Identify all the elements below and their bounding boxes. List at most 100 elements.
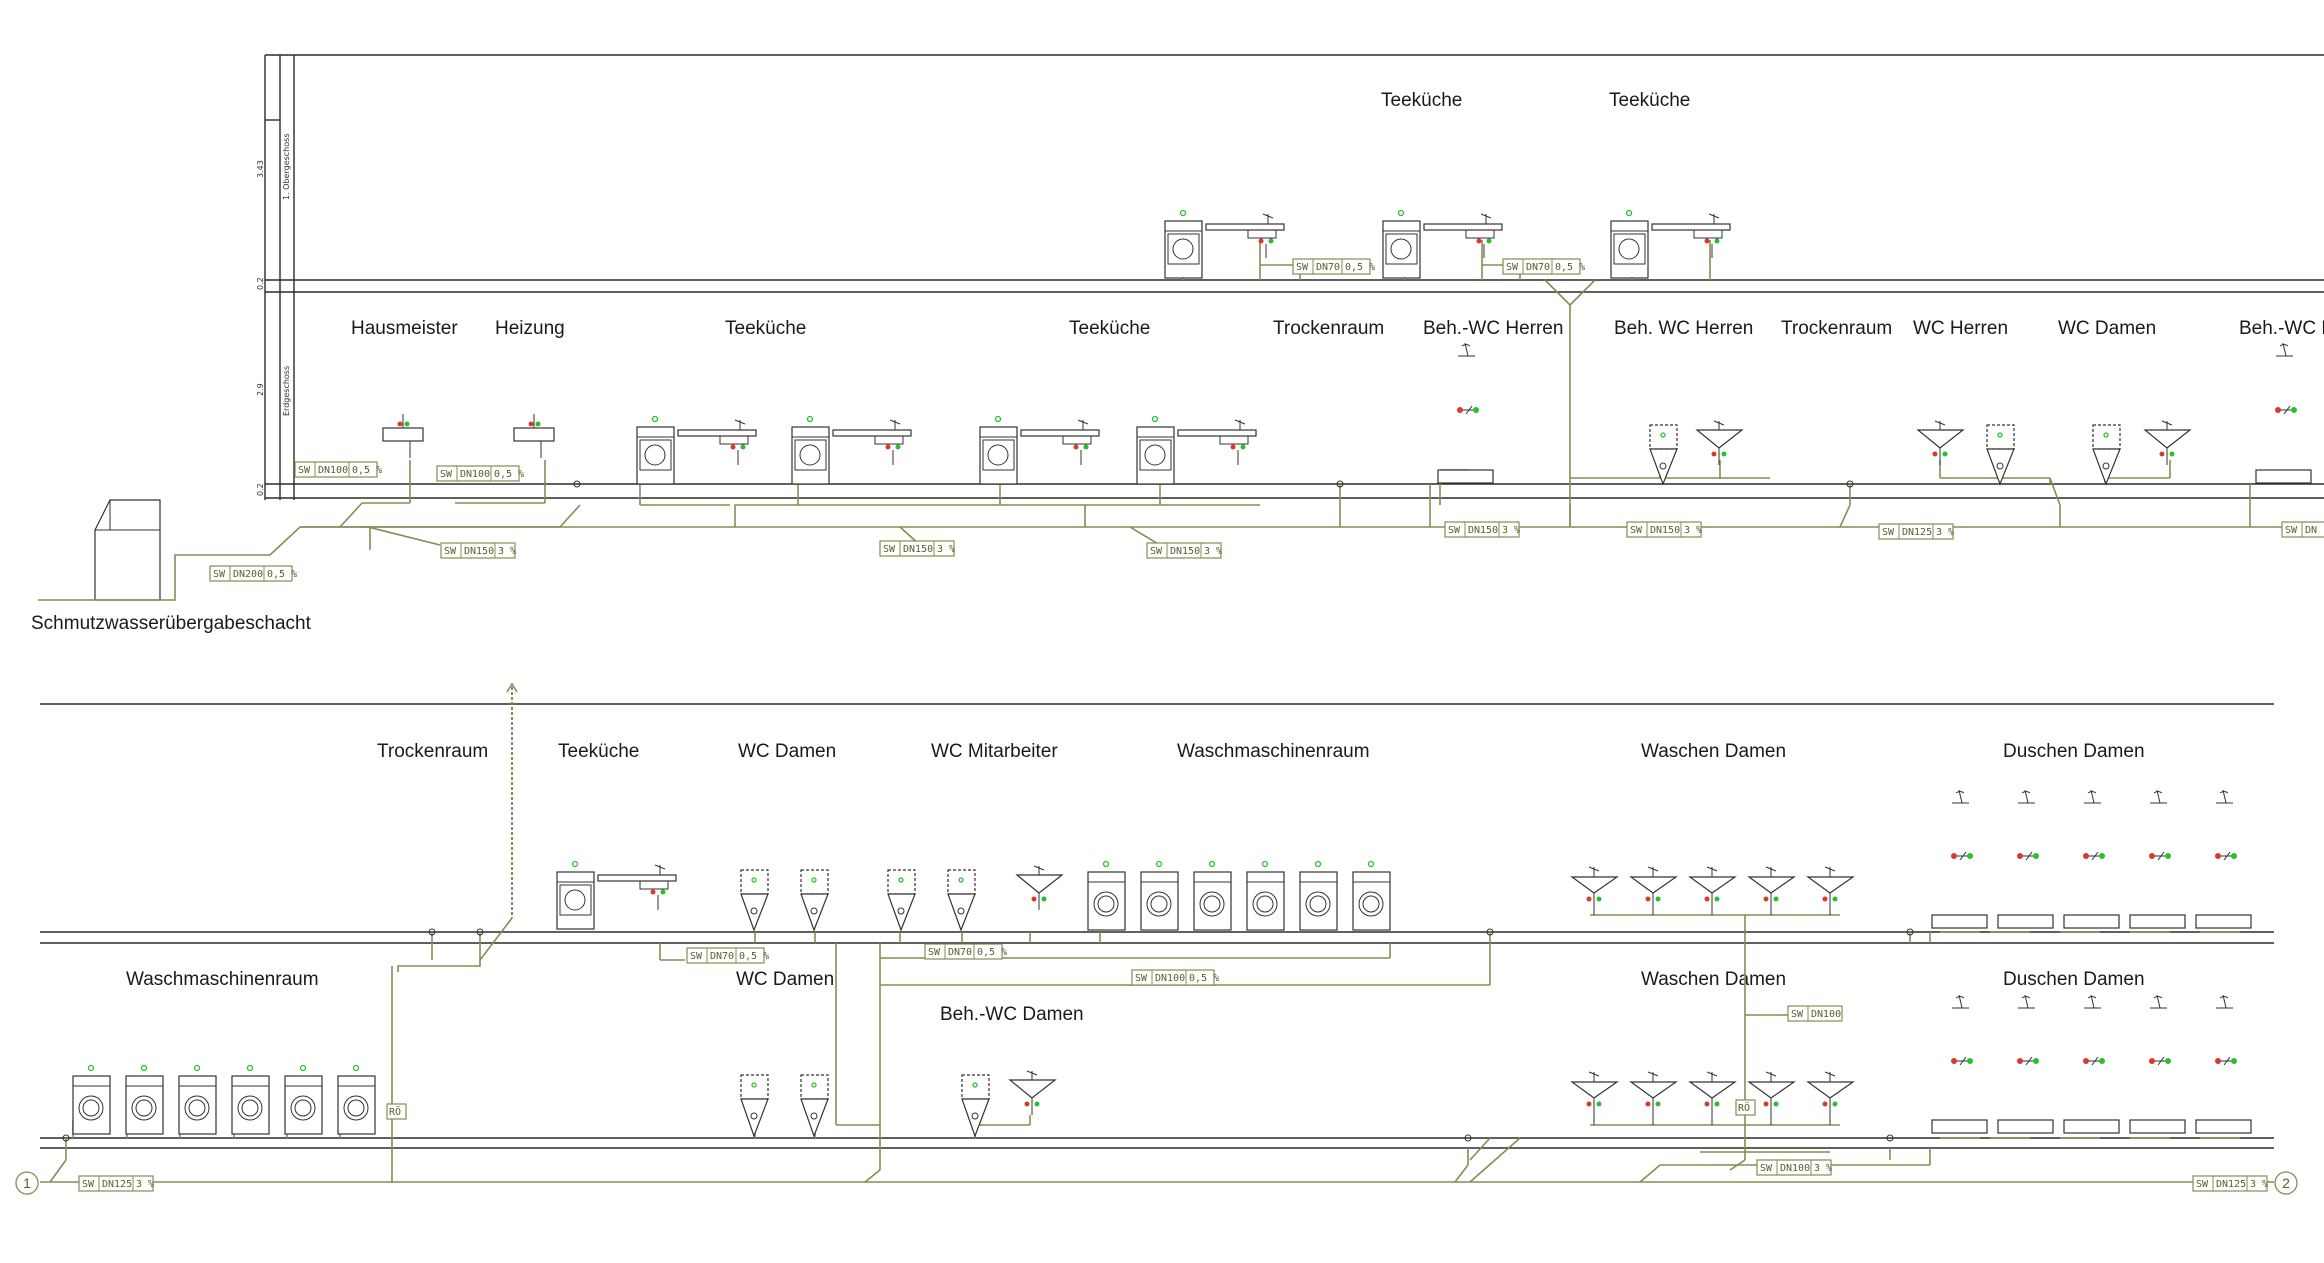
washing-machine-icon	[125, 1064, 164, 1135]
room-label: Hausmeister	[351, 318, 458, 339]
wc-icon	[800, 869, 829, 932]
room-label: Teeküche	[725, 318, 806, 339]
urinal-icon	[1015, 865, 1064, 910]
svg-text:DN100: DN100	[1811, 1009, 1841, 1020]
washing-machine-icon	[72, 1064, 111, 1135]
shower-icon	[2129, 994, 2186, 1134]
svg-text:DN100: DN100	[318, 465, 348, 476]
room-labels-lower-a: Trockenraum Teeküche WC Damen WC Mitarbe…	[377, 741, 2145, 762]
svg-text:SW: SW	[1630, 525, 1643, 536]
svg-text:3 %: 3 %	[136, 1179, 154, 1190]
wc-icon	[947, 869, 976, 932]
washing-machine-icon	[1193, 860, 1232, 931]
level-name: 1. Obergeschoss	[282, 134, 291, 201]
shower-row	[1931, 789, 2252, 929]
room-label: WC Damen	[738, 741, 836, 762]
room-labels-eg: Hausmeister Heizung Teeküche Teeküche Tr…	[351, 318, 2324, 339]
washbasin-icon	[1629, 1071, 1678, 1125]
svg-text:DN150: DN150	[1170, 546, 1200, 557]
shower-icon	[2063, 994, 2120, 1134]
svg-text:0,5 %: 0,5 %	[1189, 973, 1219, 984]
sink-icon	[513, 414, 555, 458]
wc-icon	[740, 869, 769, 932]
dishwasher-sink-group	[1610, 209, 1731, 279]
svg-text:0,5 %: 0,5 %	[1555, 262, 1585, 273]
svg-text:DN125: DN125	[1902, 527, 1932, 538]
dishwasher-sink-group	[1136, 415, 1257, 485]
room-label: Duschen Damen	[2003, 741, 2145, 762]
svg-text:3 %: 3 %	[2250, 1179, 2268, 1190]
washbasin-icon	[1688, 1071, 1737, 1125]
svg-text:SW: SW	[444, 546, 457, 557]
dishwasher-icon	[791, 415, 830, 485]
dishwasher-sink-group	[636, 415, 757, 485]
upper-building-frame	[264, 54, 2324, 500]
wc-icon	[740, 1074, 769, 1138]
pipe-junctions	[573, 480, 1854, 488]
svg-text:SW: SW	[1135, 973, 1148, 984]
shower-valve-icon	[1457, 405, 1479, 415]
sink-icon	[1423, 213, 1503, 258]
shower-row	[1931, 994, 2252, 1134]
svg-text:DN100: DN100	[1155, 973, 1185, 984]
shower-icon	[1931, 994, 1988, 1134]
svg-text:2: 2	[2282, 1175, 2290, 1191]
sink-icon	[382, 414, 424, 458]
svg-text:DN70: DN70	[1316, 262, 1340, 273]
room-label: Beh.-WC D	[2239, 318, 2324, 339]
svg-text:SW: SW	[928, 947, 941, 958]
shower-head-icon	[2276, 342, 2293, 357]
svg-text:0,5 %: 0,5 %	[1345, 262, 1375, 273]
svg-text:DN100: DN100	[460, 469, 490, 480]
wc-icon	[1649, 424, 1678, 486]
dishwasher-sink-group	[556, 860, 677, 930]
sink-icon	[1020, 419, 1100, 465]
urinal-icon	[1695, 420, 1744, 465]
washbasin-row	[1570, 1071, 1855, 1125]
dishwasher-icon	[556, 860, 595, 930]
washing-machine-icon	[178, 1064, 217, 1135]
svg-text:SW: SW	[883, 544, 896, 555]
dishwasher-sink-group	[1164, 209, 1285, 279]
room-label: Beh.-WC Damen	[940, 1004, 1084, 1025]
svg-text:RÖ: RÖ	[389, 1105, 401, 1118]
room-label: Waschmaschinenraum	[126, 969, 319, 990]
dishwasher-icon	[1610, 209, 1649, 279]
svg-text:0,5 %: 0,5 %	[494, 469, 524, 480]
room-label: Duschen Damen	[2003, 969, 2145, 990]
washbasin-icon	[1747, 1071, 1796, 1125]
lower-building-frame	[40, 703, 2274, 1149]
svg-text:SW: SW	[2196, 1179, 2209, 1190]
svg-text:SW: SW	[1150, 546, 1163, 557]
level-number: 0.2	[256, 483, 265, 496]
room-label: Waschmaschinenraum	[1177, 741, 1370, 762]
room-label: Beh. WC Herren	[1614, 318, 1753, 339]
svg-text:3 %: 3 %	[1814, 1163, 1832, 1174]
level-number: 3.43	[256, 160, 265, 178]
shaft-label: Schmutzwasserübergabeschacht	[31, 613, 312, 634]
sink-icon	[832, 419, 912, 465]
room-label: Teeküche	[1609, 90, 1690, 111]
urinal-icon	[1916, 420, 1965, 465]
svg-text:SW: SW	[213, 569, 226, 580]
room-label: Trockenraum	[1273, 318, 1384, 339]
wc-icon	[800, 1074, 829, 1138]
shower-icon	[2129, 789, 2186, 929]
dishwasher-icon	[1382, 209, 1421, 279]
svg-text:3 %: 3 %	[1204, 546, 1222, 557]
level-number: 0.2	[256, 277, 265, 290]
wc-icon	[961, 1074, 990, 1138]
section-marker: 1	[15, 1171, 39, 1195]
room-label: Teeküche	[558, 741, 639, 762]
wc-icon	[2092, 424, 2121, 486]
wc-icon	[1986, 424, 2015, 486]
room-label: Waschen Damen	[1641, 969, 1786, 990]
